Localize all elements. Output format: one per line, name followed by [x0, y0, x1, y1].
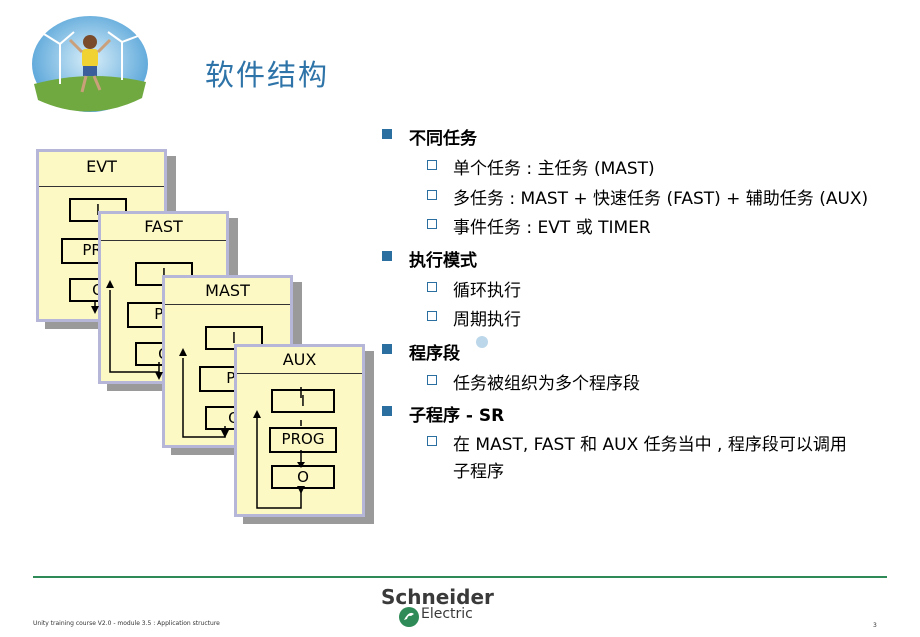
program-block: PROG — [269, 427, 337, 453]
panel-header: EVT — [39, 152, 164, 187]
page-number: 3 — [873, 622, 877, 629]
sub-bullet-text: 任务被组织为多个程序段 — [453, 374, 640, 394]
bullet-label: 程序段 — [409, 344, 460, 364]
brand-logo-icon — [399, 607, 419, 627]
footer-divider — [33, 576, 887, 578]
hollow-square-bullet-icon — [427, 311, 437, 321]
brand-name: Schneider — [381, 585, 494, 609]
panel-title: FAST — [144, 217, 183, 236]
hollow-square-bullet-icon — [427, 160, 437, 170]
hollow-square-bullet-icon — [427, 375, 437, 385]
output-block: O — [271, 465, 335, 489]
panel-title: MAST — [205, 281, 250, 300]
square-bullet-icon — [382, 251, 392, 261]
sub-bullet-text: 单个任务 : 主任务 (MAST) — [453, 159, 655, 179]
square-bullet-icon — [382, 344, 392, 354]
panel-title: AUX — [282, 350, 317, 369]
hollow-square-bullet-icon — [427, 190, 437, 200]
loop-arrows — [91, 280, 305, 509]
square-bullet-icon — [382, 129, 392, 139]
slide-title: 软件结构 — [205, 58, 330, 92]
sub-bullet-text: 多任务 : MAST + 快速任务 (FAST) + 辅助任务 (AUX) — [453, 189, 869, 209]
sub-bullet-text: 事件任务 : EVT 或 TIMER — [453, 218, 651, 238]
brand-subname: Electric — [421, 606, 473, 622]
sub-bullet-text: 循环执行 — [453, 281, 521, 301]
hollow-square-bullet-icon — [427, 436, 437, 446]
sub-bullet-text: 在 MAST, FAST 和 AUX 任务当中 , 程序段可以调用 — [453, 435, 847, 455]
panel-title: EVT — [86, 157, 117, 176]
input-block: I — [271, 389, 335, 413]
sub-bullet-text-continued: 子程序 — [453, 462, 504, 482]
decorative-dot — [476, 336, 488, 348]
footer-course-text: Unity training course V2.0 - module 3.5 … — [33, 620, 220, 627]
sub-bullet-text: 周期执行 — [453, 310, 521, 330]
hollow-square-bullet-icon — [427, 219, 437, 229]
hollow-square-bullet-icon — [427, 282, 437, 292]
header-photo — [32, 16, 148, 112]
panel-header: MAST — [165, 278, 290, 305]
bullet-label: 执行模式 — [409, 251, 477, 271]
bullet-label: 不同任务 — [409, 129, 477, 149]
panel-header: FAST — [101, 214, 226, 241]
square-bullet-icon — [382, 406, 392, 416]
bullet-label: 子程序 - SR — [409, 406, 505, 426]
panel-header: AUX — [237, 347, 362, 374]
